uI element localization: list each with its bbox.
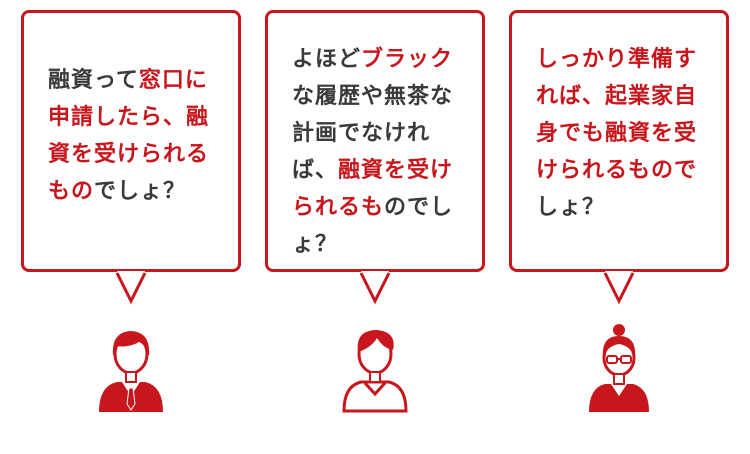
- young-man-icon: [342, 330, 408, 413]
- bubble-2-segment-2: ブラック: [361, 47, 454, 72]
- speech-bubble-1: 融資って窓口に申請したら、融資を受けられるものでしょ？: [21, 10, 241, 272]
- speech-bubble-3: しっかり準備すれば、起業家自身でも融資を受けられるものでしょ？: [509, 10, 729, 272]
- bubble-2-segment-5: のでしょ？: [292, 195, 454, 257]
- bubble-1-segment-1: 融資って: [48, 68, 139, 93]
- bubble-2-text: よほどブラックな履歴や無茶な計画でなければ、融資を受けられるものでしょ？: [292, 41, 472, 263]
- bubble-3-segment-2: 起業家自身でも融資を受けられるもので: [536, 84, 698, 183]
- bubble-1-segment-3: でしょ？: [94, 179, 187, 204]
- bubble-2-tail: [359, 271, 391, 305]
- bubble-3-segment-1: しっかり準備すれば、: [536, 47, 698, 109]
- bubble-2-segment-1: よほど: [292, 47, 362, 72]
- woman-with-glasses-icon: [589, 324, 649, 412]
- man-in-suit-icon: [99, 331, 163, 412]
- bubble-2-segment-4: 融資を受けられるも: [292, 158, 454, 220]
- bubble-1-segment-2: 窓口に申請したら、融資を受けられるもの: [48, 68, 210, 204]
- bubble-2-segment-3: な履歴や無茶な計画でなければ、: [292, 84, 454, 183]
- bubble-3-segment-3: しょ？: [536, 195, 606, 220]
- speech-bubble-2: よほどブラックな履歴や無茶な計画でなければ、融資を受けられるものでしょ？: [265, 10, 485, 272]
- bubble-1-text: 融資って窓口に申請したら、融資を受けられるものでしょ？: [48, 62, 228, 210]
- bubble-3-text: しっかり準備すれば、起業家自身でも融資を受けられるものでしょ？: [536, 41, 716, 226]
- bubble-1-tail: [115, 271, 147, 305]
- bubble-3-tail: [603, 271, 635, 305]
